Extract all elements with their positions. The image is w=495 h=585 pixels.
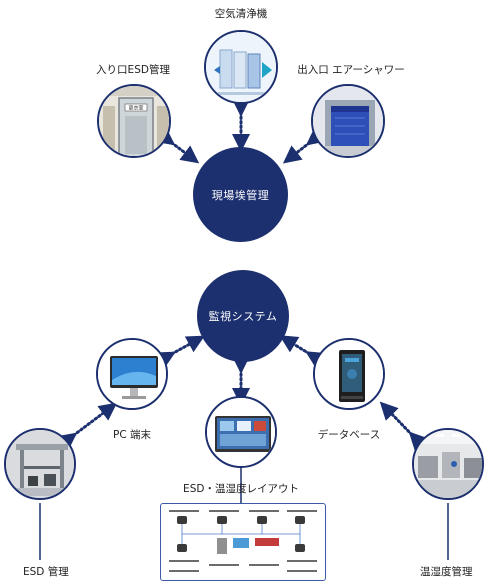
entrance-esd-label: 入り口ESD管理 [96,64,170,76]
air-purifier-node [204,30,278,104]
entrance-esd-node: 更衣室 [97,84,171,158]
air-shower-image [313,86,383,156]
air-shower-node [311,84,385,158]
humidity-management-label: 温湿度管理 [420,566,473,578]
esd-management-node [4,428,76,500]
monitor-icon [98,340,166,408]
database-node [313,338,385,410]
air-purifier-image [206,32,276,102]
changing-room-sign: 更衣室 [128,105,143,112]
layout-diagram-image [169,510,317,572]
layout-display-node [205,396,277,468]
pc-terminal-node [96,338,168,410]
site-management-hub: 現場埃管理 [193,147,288,242]
cleanroom-image [414,430,482,498]
database-label: データベース [317,429,381,441]
layout-display-label: ESD・温湿度レイアウト [183,483,299,495]
site-management-label: 現場埃管理 [211,188,270,202]
pc-terminal-label: PC 端末 [112,429,152,441]
entrance-esd-image: 更衣室 [99,86,169,156]
monitoring-system-hub: 監視システム [197,270,289,362]
layout-diagram-panel [160,503,326,581]
air-purifier-label: 空気清浄機 [214,8,268,20]
air-shower-label: 出入口 エアーシャワー [297,64,405,76]
display-icon [207,398,275,466]
humidity-management-node [412,428,484,500]
monitoring-system-label: 監視システム [208,310,278,323]
esd-management-label: ESD 管理 [23,566,69,578]
esd-equipment-image [6,430,74,498]
server-icon [315,340,383,408]
